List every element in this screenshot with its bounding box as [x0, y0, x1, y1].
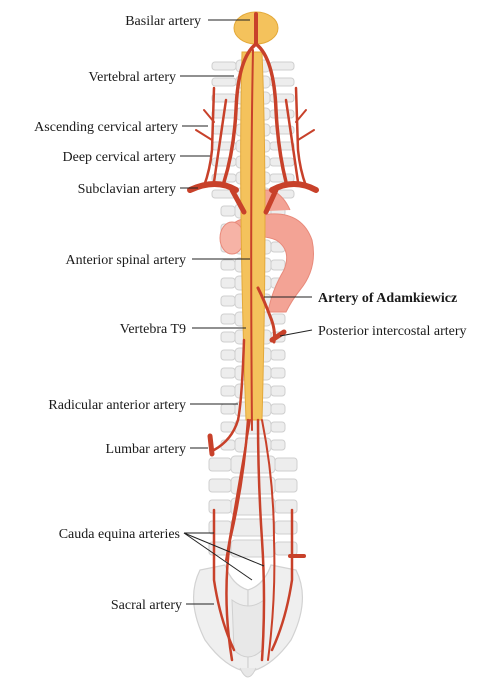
vertebra-process-17-L [221, 350, 235, 360]
vertebra-process-12-L [221, 260, 235, 270]
vertebra-process-15-L [221, 314, 235, 324]
vertebra-process-25-L [209, 500, 231, 513]
subclavian-artery-left [190, 184, 236, 190]
vertebra-process-18-R [271, 368, 285, 378]
label-subclavian-artery: Subclavian artery [78, 182, 176, 197]
vertebra-process-7-R [270, 174, 294, 182]
label-vertebra-t9: Vertebra T9 [120, 322, 186, 337]
label-sacral-artery: Sacral artery [111, 598, 182, 613]
vertebra-process-22-R [271, 440, 285, 450]
vertebra-process-9-L [221, 206, 235, 216]
vertebra-process-19-L [221, 386, 235, 396]
label-lumbar-artery: Lumbar artery [106, 442, 186, 457]
vertebra-process-24-R [275, 479, 297, 492]
vertebra-26 [231, 519, 275, 536]
label-posterior-intercostal-artery: Posterior intercostal artery [318, 324, 467, 339]
vertebra-process-3-R [270, 110, 294, 118]
vertebra-27 [231, 540, 275, 557]
vertebra-process-26-L [209, 521, 231, 534]
label-ascending-cervical-artery: Ascending cervical artery [34, 120, 178, 135]
vertebra-process-27-R [275, 542, 297, 555]
vertebra-process-26-R [275, 521, 297, 534]
label-cauda-equina-arteries: Cauda equina arteries [59, 527, 180, 542]
subclavian-artery-right [272, 184, 316, 190]
vertebra-process-17-R [271, 350, 285, 360]
label-anterior-spinal-artery: Anterior spinal artery [65, 253, 186, 268]
label-deep-cervical-artery: Deep cervical artery [63, 150, 176, 165]
vertebra-process-16-L [221, 332, 235, 342]
label-radicular-anterior-artery: Radicular anterior artery [48, 398, 186, 413]
lumbar-artery [210, 436, 212, 454]
vertebra-process-5-R [270, 142, 294, 150]
vertebra-process-23-R [275, 458, 297, 471]
vertebra-process-18-L [221, 368, 235, 378]
vertebra-process-23-L [209, 458, 231, 471]
pelvis [194, 565, 303, 677]
vertebra-process-20-L [221, 404, 235, 414]
vertebra-process-0-L [212, 62, 236, 70]
label-artery-of-adamkiewicz: Artery of Adamkiewicz [318, 291, 457, 306]
vertebra-process-20-R [271, 404, 285, 414]
vertebra-process-12-R [271, 260, 285, 270]
vertebra-process-0-R [270, 62, 294, 70]
vertebra-21 [235, 420, 271, 434]
vertebra-process-24-L [209, 479, 231, 492]
vertebra-process-21-R [271, 422, 285, 432]
vertebra-process-2-L [212, 94, 236, 102]
label-vertebral-artery: Vertebral artery [89, 70, 176, 85]
label-basilar-artery: Basilar artery [125, 14, 201, 29]
vertebra-process-25-R [275, 500, 297, 513]
vertebra-process-13-L [221, 278, 235, 288]
vertebra-process-14-L [221, 296, 235, 306]
vertebra-process-19-R [271, 386, 285, 396]
vertebra-process-1-L [212, 78, 236, 86]
